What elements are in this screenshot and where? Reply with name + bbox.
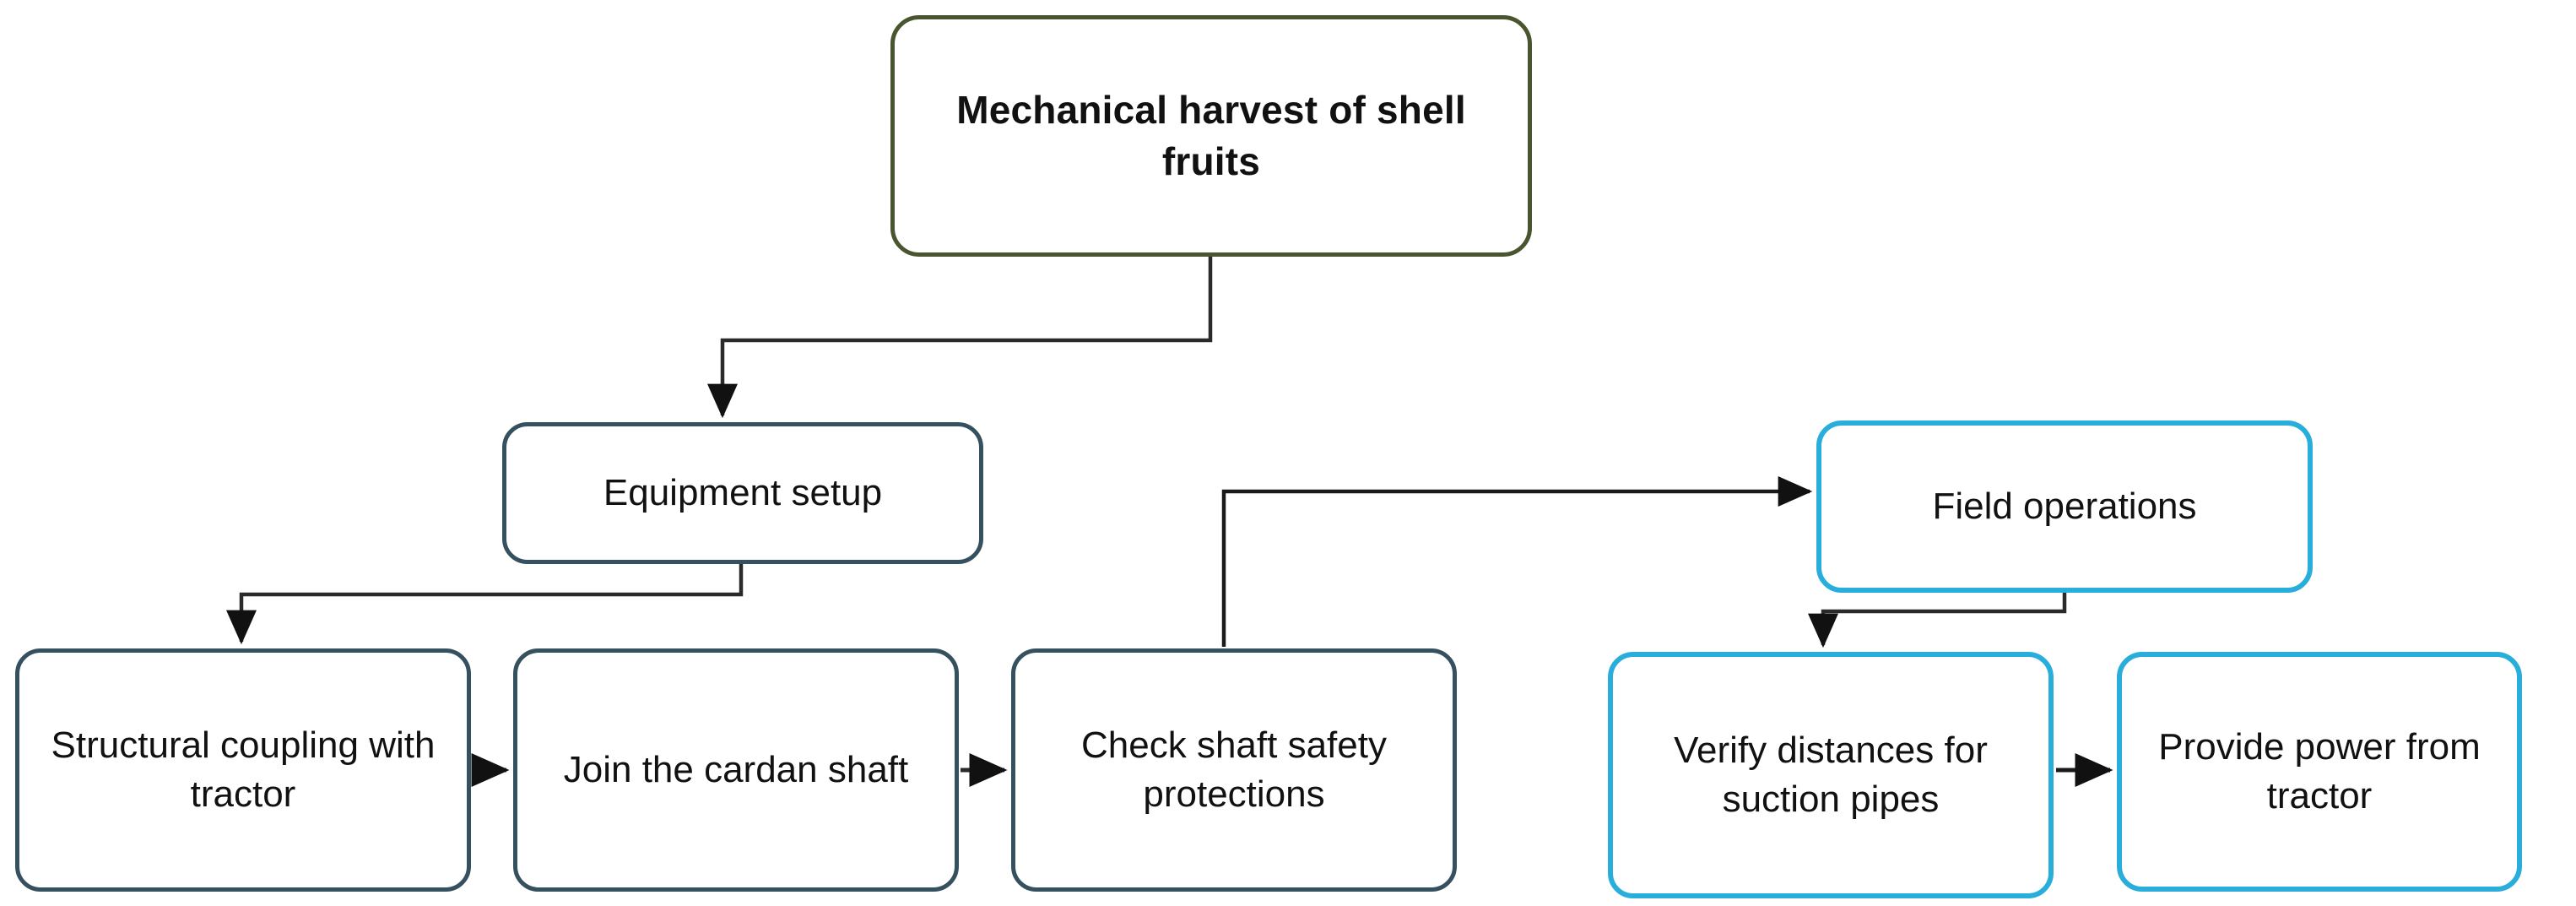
node-label: Equipment setup <box>603 471 883 513</box>
edge-equipment-to-structural <box>226 564 744 645</box>
node-label: Field operations <box>1932 485 2197 527</box>
node-label: Mechanical harvest of shell fruits <box>956 88 1466 183</box>
node-label: Join the cardan shaft <box>563 748 909 790</box>
node-label: Check shaft safety protections <box>1081 724 1387 815</box>
node-verify-distances-for-suction-pipes[interactable]: Verify distances for suction pipes <box>1608 652 2054 898</box>
node-join-the-cardan-shaft[interactable]: Join the cardan shaft <box>513 648 959 892</box>
edge-root-to-equipment <box>707 257 1213 419</box>
node-field-operations[interactable]: Field operations <box>1816 420 2313 593</box>
edge-field-to-verify <box>1808 593 2067 648</box>
node-mechanical-harvest-of-shell-fruits[interactable]: Mechanical harvest of shell fruits <box>890 15 1532 257</box>
node-structural-coupling-with-tractor[interactable]: Structural coupling with tractor <box>15 648 471 892</box>
node-label: Structural coupling with tractor <box>51 724 436 815</box>
node-check-shaft-safety-protections[interactable]: Check shaft safety protections <box>1011 648 1457 892</box>
node-equipment-setup[interactable]: Equipment setup <box>502 422 983 564</box>
node-label: Verify distances for suction pipes <box>1674 729 1988 820</box>
node-provide-power-from-tractor[interactable]: Provide power from tractor <box>2117 652 2522 892</box>
edge-check-to-field <box>1221 476 1813 647</box>
node-label: Provide power from tractor <box>2158 725 2481 816</box>
